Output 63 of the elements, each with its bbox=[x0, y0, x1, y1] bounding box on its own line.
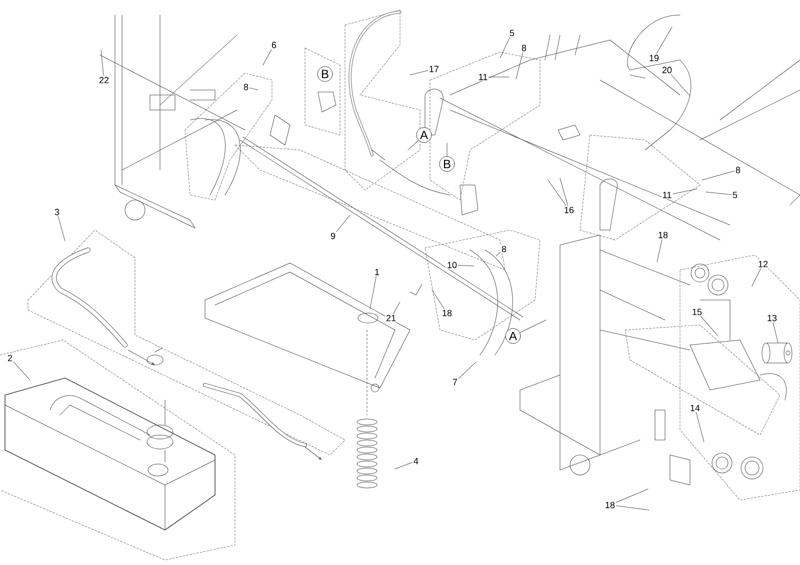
leader-line bbox=[656, 26, 672, 54]
leader-line bbox=[560, 178, 568, 206]
leader-line bbox=[702, 170, 735, 180]
callout-number: 1 bbox=[374, 268, 380, 276]
leader-line bbox=[670, 74, 690, 96]
callout-number: 22 bbox=[98, 76, 110, 84]
leader-line bbox=[370, 276, 376, 310]
callout-number: 4 bbox=[412, 456, 420, 466]
callout-number: 19 bbox=[648, 54, 660, 62]
callout-number: 12 bbox=[757, 260, 770, 268]
leader-line bbox=[616, 506, 650, 510]
leader-line bbox=[696, 412, 704, 442]
leader-line bbox=[496, 252, 501, 256]
callout-number: 10 bbox=[446, 260, 458, 270]
callout-number: 7 bbox=[452, 378, 458, 386]
callout-number: 15 bbox=[691, 308, 704, 316]
leader-line bbox=[13, 362, 30, 380]
leader-line bbox=[616, 488, 648, 503]
leader-line bbox=[410, 70, 428, 76]
leader-line bbox=[520, 320, 546, 333]
callout-number: 13 bbox=[766, 314, 778, 322]
callout-number: 5 bbox=[508, 28, 516, 38]
leader-line bbox=[700, 316, 718, 336]
callout-number: 14 bbox=[689, 404, 702, 412]
callout-number: 11 bbox=[477, 72, 489, 82]
leader-line bbox=[432, 290, 444, 309]
leader-line bbox=[548, 180, 566, 206]
leader-line bbox=[706, 192, 732, 195]
leader-line bbox=[672, 188, 698, 194]
leader-line bbox=[458, 265, 474, 266]
callout-number: 5 bbox=[732, 190, 739, 200]
callout-number: 20 bbox=[661, 66, 674, 74]
callout-number: 6 bbox=[270, 40, 278, 50]
callout-number: 21 bbox=[385, 314, 397, 322]
leader-line bbox=[488, 76, 510, 78]
leader-line bbox=[772, 322, 778, 344]
callout-number: 8 bbox=[734, 166, 742, 174]
callout-number: 18 bbox=[441, 308, 454, 318]
leader-line bbox=[752, 268, 762, 286]
callout-number: 18 bbox=[604, 500, 616, 510]
callout-number: 8 bbox=[520, 44, 528, 52]
callout-number: 11 bbox=[661, 190, 673, 200]
leader-line bbox=[262, 49, 272, 66]
leader-line bbox=[656, 239, 662, 262]
callout-number: 9 bbox=[330, 232, 336, 240]
callout-number: 2 bbox=[6, 354, 14, 362]
leader-line bbox=[58, 216, 66, 242]
leader-line bbox=[336, 214, 350, 232]
callout-number: 8 bbox=[242, 82, 250, 92]
callout-number: 16 bbox=[563, 206, 575, 214]
leader-line bbox=[408, 140, 419, 150]
callout-number: 17 bbox=[428, 64, 440, 74]
leader-line bbox=[100, 50, 104, 76]
leader-line bbox=[446, 142, 448, 157]
leader-line bbox=[393, 302, 400, 314]
leader-line bbox=[516, 52, 524, 80]
leader-line bbox=[394, 462, 413, 470]
callout-number: 18 bbox=[657, 230, 670, 240]
leader-line bbox=[249, 88, 258, 90]
leader-line bbox=[500, 37, 510, 58]
leader-line bbox=[458, 362, 476, 379]
callout-number: 3 bbox=[54, 208, 60, 216]
callout-number: 8 bbox=[500, 244, 508, 254]
